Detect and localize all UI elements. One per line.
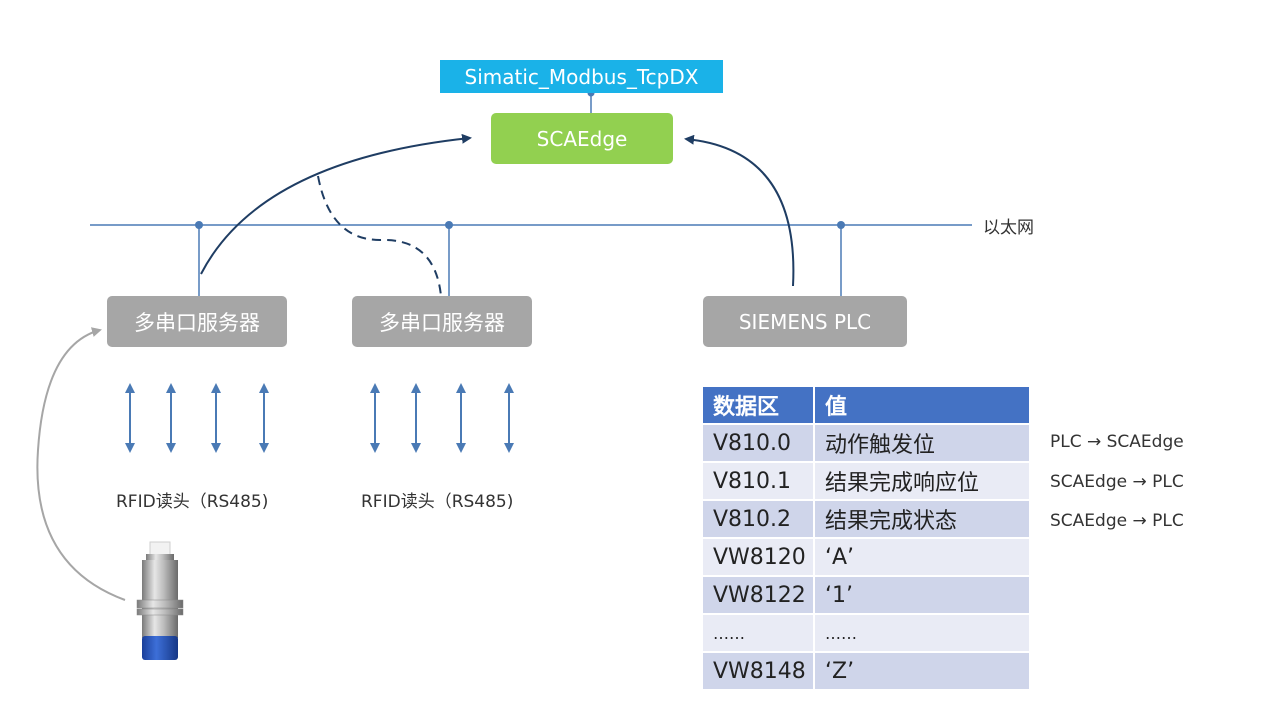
table-header-row: 数据区 值 — [703, 387, 1031, 424]
scaedge-box: SCAEdge — [491, 113, 673, 164]
header-data-area: 数据区 — [703, 387, 815, 424]
table-row: VW8148 ‘Z’ — [703, 651, 1031, 689]
data-area-table: 数据区 值 V810.0 动作触发位 V810.1 结果完成响应位 V810.2… — [703, 387, 1031, 689]
cell-area: V810.2 — [703, 499, 815, 538]
table-row: V810.2 结果完成状态 — [703, 499, 1031, 538]
table-row: VW8122 ‘1’ — [703, 575, 1031, 614]
cell-area: VW8120 — [703, 537, 815, 576]
direction-label-row-3: SCAEdge → PLC — [1050, 511, 1184, 531]
cell-area: …… — [703, 613, 815, 652]
header-value: 值 — [814, 387, 1031, 424]
rfid-reader-label-1: RFID读头（RS485) — [116, 492, 269, 512]
siemens-plc-box: SIEMENS PLC — [703, 296, 907, 347]
cell-area: VW8148 — [703, 651, 815, 689]
table-row: VW8120 ‘A’ — [703, 537, 1031, 576]
plc-to-edge-arrow — [684, 134, 795, 287]
cell-value: 动作触发位 — [814, 423, 1031, 462]
table-row: V810.1 结果完成响应位 — [703, 461, 1031, 500]
serial-server-2: 多串口服务器 — [352, 296, 532, 347]
cell-value: …… — [814, 613, 1031, 652]
server1-to-edge-arrow — [200, 133, 472, 275]
server2-dashed-path — [317, 175, 442, 297]
cell-value: 结果完成响应位 — [814, 461, 1031, 500]
cell-value: ‘A’ — [814, 537, 1031, 576]
direction-label-row-2: SCAEdge → PLC — [1050, 472, 1184, 492]
cell-area: VW8122 — [703, 575, 815, 614]
serial-server-1: 多串口服务器 — [107, 296, 287, 347]
rfid-sensor-icon — [136, 541, 184, 660]
cell-area: V810.1 — [703, 461, 815, 500]
rs485-arrows-group-1 — [125, 383, 269, 453]
table-row: V810.0 动作触发位 — [703, 423, 1031, 462]
rfid-reader-label-2: RFID读头（RS485) — [361, 492, 514, 512]
cell-value: 结果完成状态 — [814, 499, 1031, 538]
rs485-arrows-group-2 — [370, 383, 514, 453]
sensor-to-server-arrow — [36, 327, 126, 601]
cell-value: ‘1’ — [814, 575, 1031, 614]
ethernet-label: 以太网 — [983, 218, 1034, 238]
cell-area: V810.0 — [703, 423, 815, 462]
table-row: …… …… — [703, 613, 1031, 652]
protocol-box: Simatic_Modbus_TcpDX — [440, 60, 723, 93]
cell-value: ‘Z’ — [814, 651, 1031, 689]
direction-label-row-1: PLC → SCAEdge — [1050, 432, 1184, 452]
